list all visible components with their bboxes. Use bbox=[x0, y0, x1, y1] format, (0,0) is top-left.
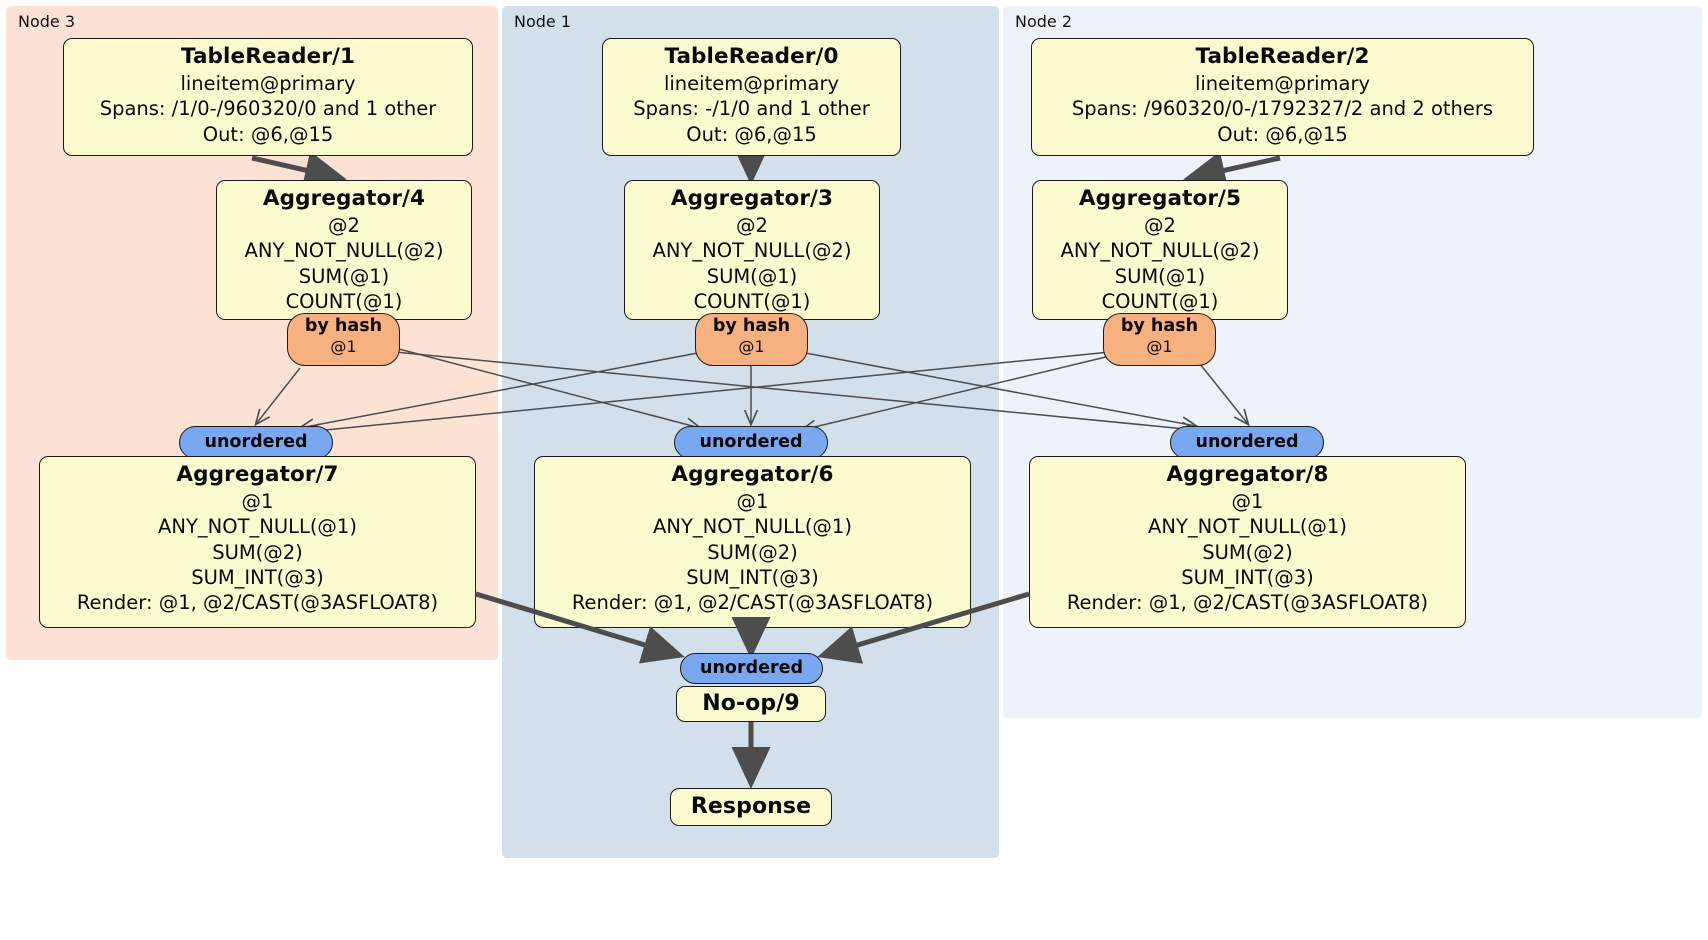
node-line: SUM_INT(@3) bbox=[1181, 565, 1314, 589]
node-line: Out: @6,@15 bbox=[686, 122, 817, 146]
node-line: SUM(@2) bbox=[212, 540, 303, 564]
badge-label: unordered bbox=[1195, 432, 1299, 452]
node-line: SUM(@1) bbox=[706, 264, 798, 288]
node-line: Out: @6,@15 bbox=[1217, 122, 1348, 146]
node-line: SUM(@1) bbox=[1114, 264, 1206, 288]
node-line: SUM(@2) bbox=[1202, 540, 1293, 564]
node-line: ANY_NOT_NULL(@1) bbox=[653, 515, 852, 539]
node-line: SUM(@2) bbox=[707, 540, 798, 564]
node-title: Aggregator/5 bbox=[1078, 186, 1242, 211]
node-aggregator-8[interactable]: Aggregator/8 @1 ANY_NOT_NULL(@1) SUM(@2)… bbox=[1029, 456, 1466, 628]
node-line: @1 bbox=[736, 489, 769, 513]
node-title: TableReader/2 bbox=[1195, 44, 1370, 69]
badge-unordered-center[interactable]: unordered bbox=[674, 426, 828, 459]
node-title: Aggregator/7 bbox=[176, 462, 339, 487]
node-line: SUM(@1) bbox=[298, 264, 390, 288]
node-line: Spans: -/1/0 and 1 other bbox=[633, 97, 870, 121]
node-line: ANY_NOT_NULL(@1) bbox=[158, 515, 357, 539]
node-line: ANY_NOT_NULL(@1) bbox=[1148, 515, 1347, 539]
node-line: lineitem@primary bbox=[663, 71, 840, 95]
node-title: Aggregator/3 bbox=[670, 186, 834, 211]
node-noop-9[interactable]: No-op/9 bbox=[676, 686, 826, 722]
node-aggregator-6[interactable]: Aggregator/6 @1 ANY_NOT_NULL(@1) SUM(@2)… bbox=[534, 456, 971, 628]
badge-sublabel: @1 bbox=[738, 337, 765, 356]
panel-node-3-label: Node 3 bbox=[18, 12, 76, 31]
node-aggregator-3[interactable]: Aggregator/3 @2 ANY_NOT_NULL(@2) SUM(@1)… bbox=[624, 180, 880, 320]
badge-label: by hash bbox=[712, 316, 791, 336]
node-title: TableReader/1 bbox=[180, 44, 356, 69]
node-title: Response bbox=[690, 793, 812, 819]
node-title: Aggregator/6 bbox=[671, 462, 834, 487]
node-line: ANY_NOT_NULL(@2) bbox=[1060, 239, 1260, 263]
node-title: Aggregator/4 bbox=[262, 186, 426, 211]
node-tablereader-1[interactable]: TableReader/1 lineitem@primary Spans: /1… bbox=[63, 38, 473, 156]
panel-node-2-label: Node 2 bbox=[1015, 12, 1073, 31]
node-line: COUNT(@1) bbox=[285, 289, 403, 313]
node-line: lineitem@primary bbox=[1194, 71, 1371, 95]
node-line: SUM_INT(@3) bbox=[686, 565, 819, 589]
badge-label: unordered bbox=[204, 432, 308, 452]
node-line: @1 bbox=[1231, 489, 1264, 513]
badge-unordered-right[interactable]: unordered bbox=[1170, 426, 1324, 459]
node-title: Aggregator/8 bbox=[1166, 462, 1329, 487]
node-line: SUM_INT(@3) bbox=[191, 565, 324, 589]
node-line: @1 bbox=[241, 489, 274, 513]
node-line: ANY_NOT_NULL(@2) bbox=[652, 239, 852, 263]
badge-unordered-final[interactable]: unordered bbox=[680, 653, 823, 684]
badge-by-hash-center[interactable]: by hash @1 bbox=[695, 313, 808, 366]
node-line: Out: @6,@15 bbox=[202, 122, 334, 146]
node-line: Spans: /1/0-/960320/0 and 1 other bbox=[99, 97, 437, 121]
node-line: COUNT(@1) bbox=[693, 289, 811, 313]
badge-sublabel: @1 bbox=[1146, 337, 1173, 356]
node-line: Render: @1, @2/CAST(@3ASFLOAT8) bbox=[1066, 591, 1429, 615]
node-title: No-op/9 bbox=[702, 690, 800, 716]
node-line: Render: @1, @2/CAST(@3ASFLOAT8) bbox=[76, 591, 439, 615]
node-line: Spans: /960320/0-/1792327/2 and 2 others bbox=[1071, 97, 1494, 121]
node-aggregator-7[interactable]: Aggregator/7 @1 ANY_NOT_NULL(@1) SUM(@2)… bbox=[39, 456, 476, 628]
node-response[interactable]: Response bbox=[670, 788, 832, 826]
node-tablereader-2[interactable]: TableReader/2 lineitem@primary Spans: /9… bbox=[1031, 38, 1534, 156]
node-line: @2 bbox=[328, 213, 360, 237]
node-line: lineitem@primary bbox=[180, 71, 356, 95]
badge-label: by hash bbox=[1120, 316, 1199, 336]
badge-label: unordered bbox=[700, 658, 803, 678]
node-line: @2 bbox=[736, 213, 768, 237]
node-line: Render: @1, @2/CAST(@3ASFLOAT8) bbox=[571, 591, 934, 615]
node-line: COUNT(@1) bbox=[1101, 289, 1219, 313]
badge-label: by hash bbox=[304, 316, 383, 336]
node-line: ANY_NOT_NULL(@2) bbox=[244, 239, 444, 263]
badge-label: unordered bbox=[699, 432, 803, 452]
badge-by-hash-right[interactable]: by hash @1 bbox=[1103, 313, 1216, 366]
badge-sublabel: @1 bbox=[330, 337, 357, 356]
node-aggregator-4[interactable]: Aggregator/4 @2 ANY_NOT_NULL(@2) SUM(@1)… bbox=[216, 180, 472, 320]
badge-by-hash-left[interactable]: by hash @1 bbox=[287, 313, 400, 366]
node-tablereader-0[interactable]: TableReader/0 lineitem@primary Spans: -/… bbox=[602, 38, 901, 156]
node-aggregator-5[interactable]: Aggregator/5 @2 ANY_NOT_NULL(@2) SUM(@1)… bbox=[1032, 180, 1288, 320]
panel-node-1-label: Node 1 bbox=[514, 12, 572, 31]
node-line: @2 bbox=[1144, 213, 1176, 237]
badge-unordered-left[interactable]: unordered bbox=[179, 426, 333, 459]
node-title: TableReader/0 bbox=[664, 44, 839, 69]
